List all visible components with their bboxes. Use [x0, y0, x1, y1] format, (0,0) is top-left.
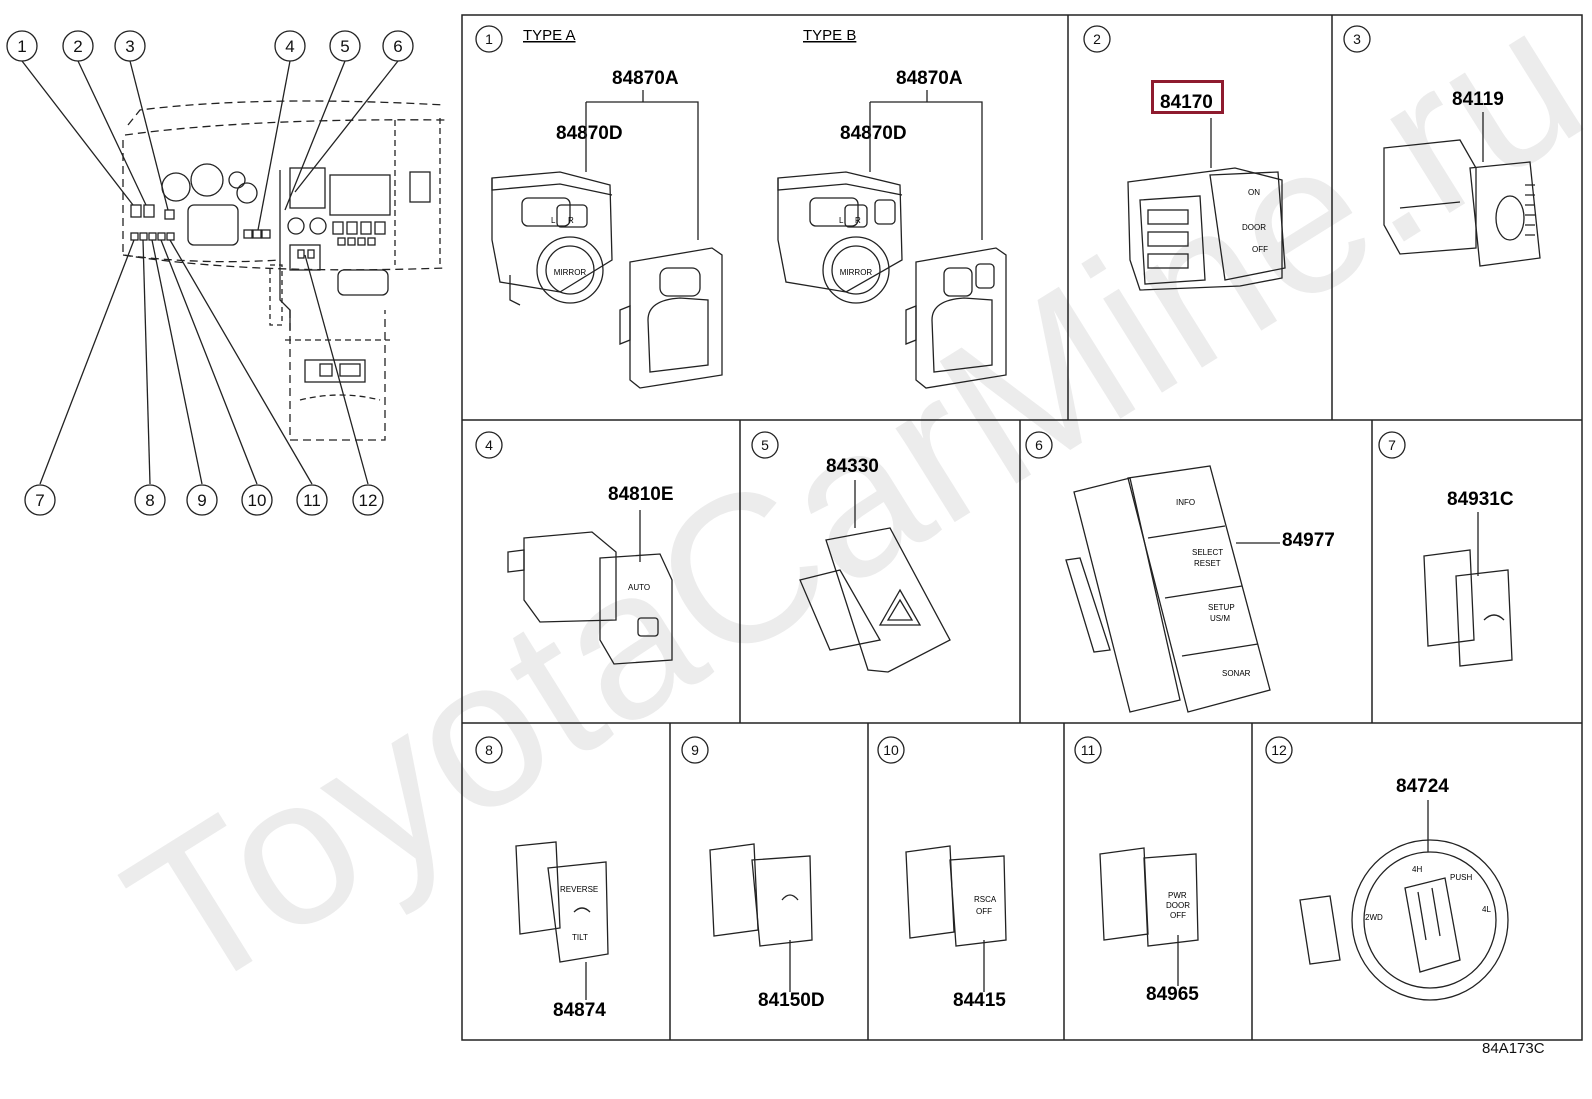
panel-6-multi-switch: 84977 INFO SELECT RESET SETUP US/M SONAR: [1065, 465, 1335, 713]
dome-label-off: OFF: [1252, 245, 1268, 254]
mirror-label-l-a: L: [551, 216, 556, 225]
mirror-label-r-b: R: [855, 216, 861, 225]
part-number-84965: 84965: [1146, 984, 1199, 1005]
mirror-label-r-a: R: [568, 216, 574, 225]
panel-number-1: 1: [485, 31, 493, 47]
mirror-label-b: MIRROR: [840, 268, 873, 277]
dial-label-push: PUSH: [1450, 873, 1472, 882]
panel-2-dome-switch: 84170 ON DOOR OFF: [1127, 92, 1286, 291]
highlight-84170: [1151, 80, 1224, 114]
reverse-label: REVERSE: [560, 885, 598, 894]
auto-label: AUTO: [628, 583, 650, 592]
overview-callout-2: 2: [73, 37, 82, 56]
part-number-84330: 84330: [826, 456, 879, 477]
panel-number-8: 8: [485, 742, 493, 758]
dashboard-overview: 1 2 3 4 5 6 7 8 9 10 11 12: [6, 30, 446, 516]
tilt-label: TILT: [572, 933, 588, 942]
overview-callout-11: 11: [303, 491, 321, 510]
type-a-label: TYPE A: [523, 27, 576, 44]
dial-label-2wd: 2WD: [1365, 913, 1383, 922]
mirror-label-a: MIRROR: [554, 268, 587, 277]
panel-number-6: 6: [1035, 437, 1043, 453]
part-number-84119: 84119: [1452, 89, 1504, 110]
overview-callout-8: 8: [145, 491, 154, 510]
panel-number-12: 12: [1271, 742, 1287, 758]
overview-callout-4: 4: [285, 37, 294, 56]
overview-callout-3: 3: [125, 37, 134, 56]
panel-number-4: 4: [485, 437, 493, 453]
multi-label-reset: RESET: [1194, 559, 1221, 568]
multi-label-usm: US/M: [1210, 614, 1230, 623]
part-number-84977: 84977: [1282, 530, 1335, 551]
panel-number-5: 5: [761, 437, 769, 453]
part-number-84150D: 84150D: [758, 990, 825, 1011]
dome-label-door: DOOR: [1242, 223, 1266, 232]
panel-number-10: 10: [883, 742, 899, 758]
part-number-84870D-b: 84870D: [840, 123, 907, 144]
overview-callout-7: 7: [35, 491, 44, 510]
type-b-label: TYPE B: [803, 27, 856, 44]
mirror-label-l-b: L: [839, 216, 844, 225]
dial-label-4h: 4H: [1412, 865, 1422, 874]
part-number-84724: 84724: [1396, 776, 1449, 797]
panel-7-switch: 84931C: [1423, 489, 1514, 667]
overview-callout-1: 1: [17, 37, 26, 56]
overview-callout-6: 6: [393, 37, 402, 56]
pwr-label: PWR: [1168, 891, 1187, 900]
panel-12-transfer-dial: 84724 2WD 4H PUSH 4L: [1299, 776, 1509, 1001]
panel-9-switch: 84150D: [709, 843, 825, 1011]
panel-5-hazard-switch: 84330: [799, 456, 951, 673]
panel-3-dimmer-switch: 84119: [1383, 89, 1541, 267]
dial-label-4l: 4L: [1482, 905, 1491, 914]
panel-10-rsca-switch: 84415 RSCA OFF: [905, 845, 1007, 1011]
panel-number-3: 3: [1353, 31, 1361, 47]
panel-4-auto-switch: 84810E AUTO: [507, 484, 674, 665]
overview-callout-5: 5: [340, 37, 349, 56]
panel-number-11: 11: [1081, 742, 1096, 758]
door-label: DOOR: [1166, 901, 1190, 910]
part-number-84874: 84874: [553, 1000, 606, 1021]
pwr-off-label: OFF: [1170, 911, 1186, 920]
part-number-84870A-a: 84870A: [612, 68, 679, 89]
panel-number-7: 7: [1388, 437, 1396, 453]
panel-1-mirror-switch: TYPE A TYPE B 84870A 84870D 84870A 84870…: [491, 27, 1007, 389]
panel-number-2: 2: [1093, 31, 1101, 47]
rsca-off-label: OFF: [976, 907, 992, 916]
dome-label-on: ON: [1248, 188, 1260, 197]
rsca-label: RSCA: [974, 895, 997, 904]
part-number-84415: 84415: [953, 990, 1006, 1011]
multi-label-sonar: SONAR: [1222, 669, 1251, 678]
part-number-84170: 84170: [1160, 92, 1213, 113]
part-number-84810E: 84810E: [608, 484, 674, 505]
diagram-code: 84A173C: [1482, 1040, 1545, 1057]
part-number-84931C: 84931C: [1447, 489, 1514, 510]
multi-label-info: INFO: [1176, 498, 1195, 507]
multi-label-setup: SETUP: [1208, 603, 1235, 612]
part-number-84870A-b: 84870A: [896, 68, 963, 89]
part-number-84870D-a: 84870D: [556, 123, 623, 144]
overview-callout-10: 10: [248, 491, 267, 510]
multi-label-select: SELECT: [1192, 548, 1223, 557]
panel-11-pwr-door-switch: 84965 PWR DOOR OFF: [1099, 847, 1199, 1005]
panel-8-reverse-tilt-switch: 84874 REVERSE TILT: [515, 841, 609, 1021]
overview-callout-12: 12: [359, 491, 378, 510]
panel-number-9: 9: [691, 742, 699, 758]
overview-callout-9: 9: [197, 491, 206, 510]
